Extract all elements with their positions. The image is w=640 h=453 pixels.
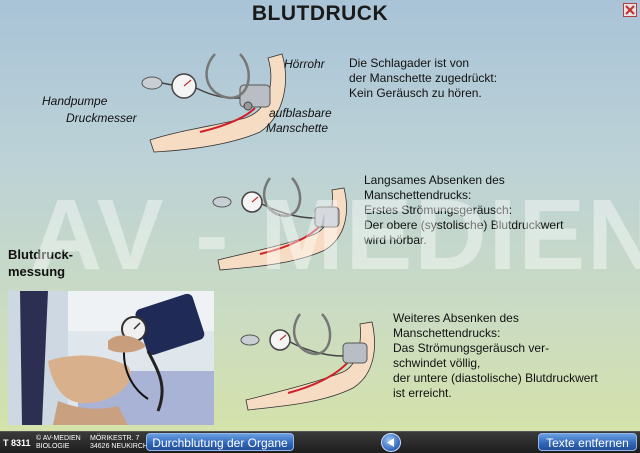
arm-illustration-2 xyxy=(212,177,347,271)
label-handpumpe: Handpumpe xyxy=(42,94,108,108)
arrow-left-icon xyxy=(387,438,394,447)
arm-illustration-1 xyxy=(141,53,286,153)
page-title: BLUTDRUCK xyxy=(251,2,389,25)
label-manschette-2: Manschette xyxy=(266,121,329,135)
close-icon xyxy=(625,5,635,15)
product-code: T 8311 xyxy=(3,438,31,448)
label-manschette-1: aufblasbare xyxy=(269,106,332,120)
close-button[interactable] xyxy=(623,3,637,17)
publisher-address: MÖRIKESTR. 7 34626 NEUKIRCHEN xyxy=(90,435,158,450)
durchblutung-button[interactable]: Durchblutung der Organe xyxy=(146,433,294,451)
side-heading: Blutdruck- messung xyxy=(8,247,73,279)
label-druckmesser: Druckmesser xyxy=(66,111,137,125)
arm-illustration-3 xyxy=(240,313,375,411)
texte-entfernen-button[interactable]: Texte entfernen xyxy=(538,433,637,451)
back-button[interactable] xyxy=(381,433,401,452)
text-block-3: Weiteres Absenken des Manschettendrucks:… xyxy=(393,311,598,400)
label-hoerrohr: Hörrohr xyxy=(284,57,325,71)
text-block-2: Langsames Absenken des Manschettendrucks… xyxy=(364,173,564,247)
bottom-bar: T 8311 © AV-MEDIEN BIOLOGIE MÖRIKESTR. 7… xyxy=(0,431,640,453)
text-block-1: Die Schlagader ist von der Manschette zu… xyxy=(349,56,498,100)
blood-pressure-photo xyxy=(8,291,214,425)
copyright: © AV-MEDIEN BIOLOGIE xyxy=(36,435,81,450)
